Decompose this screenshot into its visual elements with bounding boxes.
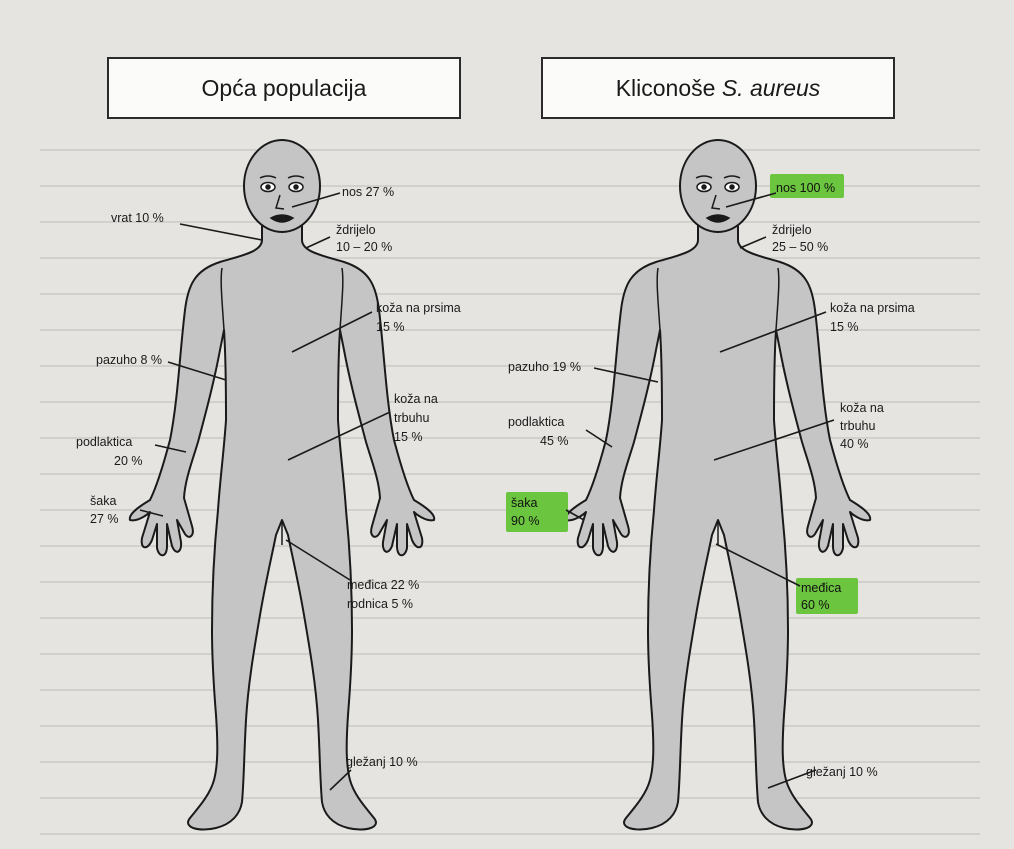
left-label-glezanj: gležanj 10 % (346, 755, 418, 769)
right-label-pazuho: pazuho 19 % (508, 360, 581, 374)
left-label-podlaktica: podlaktica (76, 435, 132, 449)
left-label-saka-value: 27 % (90, 512, 119, 526)
right-label-koza-prsa-value: 15 % (830, 320, 859, 334)
right-label-koza-trbuh-1: koža na (840, 401, 884, 415)
right-label-saka: šaka (511, 496, 537, 510)
left-label-vrat: vrat 10 % (111, 211, 164, 225)
left-label-zdrijelo-value: 10 – 20 % (336, 240, 392, 254)
left-label-medica: međica 22 % (347, 578, 419, 592)
left-label-nos: nos 27 % (342, 185, 394, 199)
left-label-koza-trbuh-2: trbuhu (394, 411, 429, 425)
left-label-pazuho: pazuho 8 % (96, 353, 162, 367)
right-label-koza-trbuh-2: trbuhu (840, 419, 875, 433)
left-label-zdrijelo: ždrijelo (336, 223, 376, 237)
right-label-podlaktica-value: 45 % (540, 434, 569, 448)
right-label-zdrijelo-value: 25 – 50 % (772, 240, 828, 254)
left-label-rodnica: rodnica 5 % (347, 597, 413, 611)
right-label-medica: međica (801, 581, 841, 595)
left-label-koza-prsa-value: 15 % (376, 320, 405, 334)
right-label-koza-trbuh-value: 40 % (840, 437, 869, 451)
right-label-saka-value: 90 % (511, 514, 540, 528)
right-label-glezanj: gležanj 10 % (806, 765, 878, 779)
right-label-nos: nos 100 % (776, 181, 835, 195)
left-label-saka: šaka (90, 494, 116, 508)
right-label-zdrijelo: ždrijelo (772, 223, 812, 237)
right-label-koza-prsa: koža na prsima (830, 301, 915, 315)
left-label-koza-prsa: koža na prsima (376, 301, 461, 315)
left-label-podlaktica-value: 20 % (114, 454, 143, 468)
left-label-koza-trbuh-1: koža na (394, 392, 438, 406)
right-label-podlaktica: podlaktica (508, 415, 564, 429)
left-label-koza-trbuh-value: 15 % (394, 430, 423, 444)
right-label-medica-value: 60 % (801, 598, 830, 612)
